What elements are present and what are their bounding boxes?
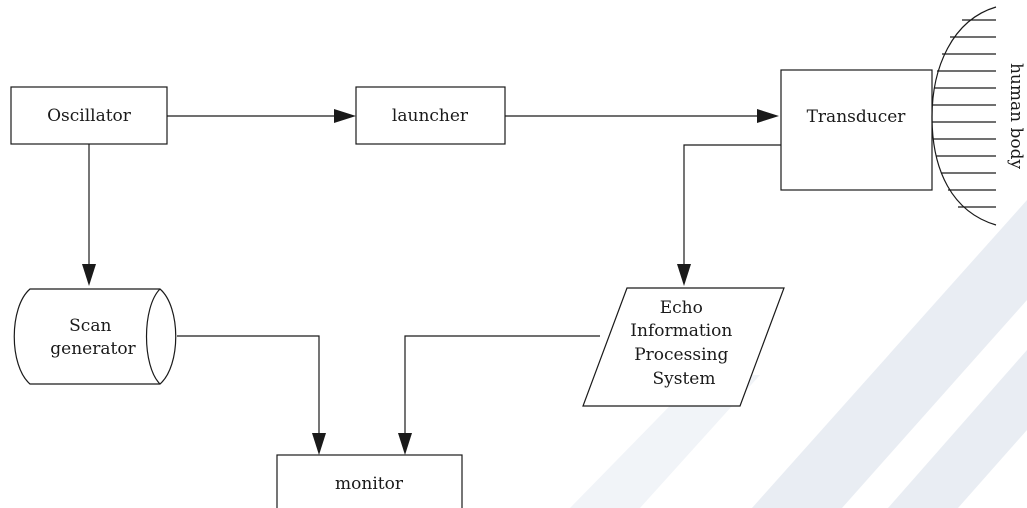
oscillator-box [10, 86, 168, 145]
transducer-box [780, 69, 933, 191]
watermark [570, 200, 1027, 508]
connectors [82, 109, 781, 455]
watermark-stroke-1 [752, 200, 1027, 508]
monitor-label: monitor [335, 474, 404, 494]
watermark-stroke-2 [888, 350, 1027, 508]
human-body-label: human body [1006, 63, 1026, 170]
launcher-box [355, 86, 506, 145]
scan-generator-inner-arc [146, 288, 161, 385]
human-body-node: human body [931, 6, 1026, 226]
arrowhead-echo [677, 264, 691, 286]
scan-generator-label: Scan generator [50, 316, 136, 359]
arrow-transducer-echo [683, 144, 781, 268]
monitor-box [276, 454, 463, 508]
human-body-arc [931, 6, 997, 226]
watermark-stroke-3 [570, 375, 760, 508]
echo-line-1: Echo [660, 298, 703, 318]
echo-line-4: System [653, 369, 716, 389]
transducer-label: Transducer [807, 107, 907, 127]
oscillator-node: Oscillator [10, 86, 168, 145]
arrowhead-scan [82, 264, 96, 286]
arrow-scan-monitor [177, 335, 320, 437]
arrow-echo-monitor [404, 335, 600, 437]
scan-generator-line-2: generator [50, 339, 136, 359]
scan-generator-node: Scan generator [13, 288, 177, 385]
arrowhead-monitor-left [312, 433, 326, 455]
monitor-node: monitor [276, 454, 463, 508]
transducer-node: Transducer [780, 69, 933, 191]
launcher-label: launcher [392, 106, 469, 126]
echo-system-shape [582, 287, 785, 407]
echo-line-3: Processing [634, 345, 728, 365]
arrowhead-monitor-right [398, 433, 412, 455]
scan-generator-line-1: Scan [69, 316, 111, 336]
human-body-hatching [932, 19, 996, 208]
arrowhead-transducer [757, 109, 779, 123]
launcher-node: launcher [355, 86, 506, 145]
echo-line-2: Information [630, 321, 732, 341]
oscillator-label: Oscillator [47, 106, 132, 126]
echo-system-label: Echo Information Processing System [630, 298, 737, 389]
arrowhead-launcher [334, 109, 356, 123]
echo-system-node: Echo Information Processing System [582, 287, 785, 407]
